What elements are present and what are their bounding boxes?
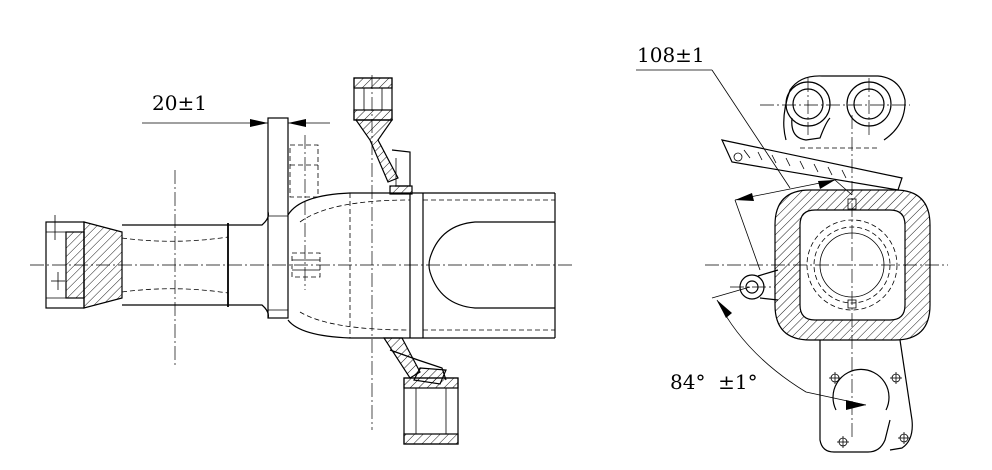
flange-plate <box>267 117 321 319</box>
bottom-bracket <box>819 339 913 453</box>
top-bushings <box>783 75 906 149</box>
angle-dimension: 84° ±1° <box>670 286 867 410</box>
end-cap <box>45 215 123 309</box>
width-dimension-label: 108±1 <box>637 43 705 67</box>
upper-link <box>353 77 413 195</box>
side-view: 20±1 <box>30 75 575 445</box>
scale-plate <box>720 139 903 191</box>
offset-dimension-label: 20±1 <box>152 91 207 115</box>
end-view: 108±1 84° ±1° <box>636 43 948 453</box>
width-dimension: 108±1 <box>636 43 853 271</box>
lower-link <box>382 337 459 445</box>
side-lug <box>730 269 779 301</box>
angle-dimension-label: 84° ±1° <box>670 370 758 394</box>
offset-dimension: 20±1 <box>142 91 330 127</box>
square-housing <box>774 189 931 341</box>
main-housing <box>287 192 556 339</box>
